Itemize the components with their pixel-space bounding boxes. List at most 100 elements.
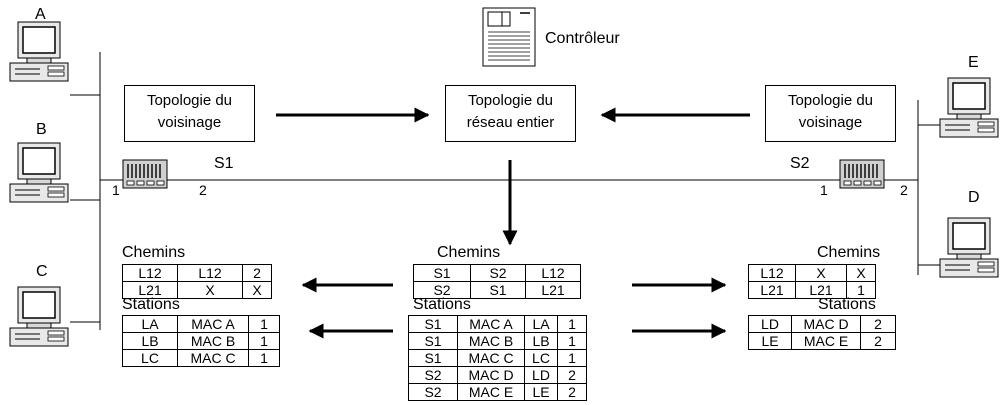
table-row: S2 S1 L21 [413,281,581,299]
table-cell: 1 [557,349,587,367]
table-row: S1 MAC A LA 1 [408,315,587,333]
table-row: L21 L21 1 [748,281,876,299]
center-topology-box: Topologie du réseau entier [445,85,576,142]
center-topology-line2: réseau entier [466,114,555,131]
table-cell: LD [524,366,558,384]
host-c-computer-icon [9,286,69,347]
table-cell: LD [748,315,792,333]
table-cell: S1 [408,315,458,333]
table-cell: 2 [557,383,587,401]
table-cell: MAC C [177,349,249,367]
table-cell: MAC B [177,332,249,350]
table-cell: S1 [470,281,526,299]
right-topology-box: Topologie du voisinage [765,85,896,142]
table-cell: 1 [248,349,280,367]
table-cell: S1 [408,349,458,367]
left-stations-table: LA MAC A 1 LB MAC B 1 LC MAC C 1 [122,315,280,367]
table-cell: L12 [122,264,178,282]
table-row: LD MAC D 2 [748,315,896,333]
host-b-computer-icon [9,142,69,203]
table-cell: 2 [242,264,272,282]
table-row: L12 L12 2 [122,264,272,282]
table-cell: S2 [408,366,458,384]
table-cell: MAC A [457,315,525,333]
table-row: S1 S2 L12 [413,264,581,282]
host-a-computer-icon [9,21,69,82]
table-cell: 1 [248,315,280,333]
table-cell: MAC E [791,332,861,350]
center-stations-table: S1 MAC A LA 1 S1 MAC B LB 1 S1 MAC C LC … [408,315,587,401]
table-cell: MAC D [791,315,861,333]
center-paths-table: S1 S2 L12 S2 S1 L21 [413,264,581,299]
table-cell: L12 [525,264,581,282]
table-cell: LC [524,349,558,367]
table-cell: 1 [846,281,876,299]
center-topology-line1: Topologie du [467,92,554,109]
left-topology-box: Topologie du voisinage [124,85,255,142]
right-stations-table: LD MAC D 2 LE MAC E 2 [748,315,896,350]
table-cell: X [795,264,847,282]
table-cell: LB [524,332,558,350]
controller-server-icon [482,7,536,67]
switch-s2-port2: 2 [900,182,908,198]
table-cell: S1 [408,332,458,350]
switch-s1-port2: 2 [199,182,207,198]
table-cell: MAC E [457,383,525,401]
table-cell: LB [122,332,178,350]
table-cell: LE [748,332,792,350]
table-cell: MAC C [457,349,525,367]
table-cell: L12 [177,264,243,282]
table-cell: S1 [413,264,471,282]
table-row: L21 X X [122,281,272,299]
left-topology-line1: Topologie du [146,92,233,109]
switch-s1-icon [122,159,168,189]
table-cell: MAC B [457,332,525,350]
table-cell: S2 [408,383,458,401]
switch-s2-name: S2 [790,155,810,172]
table-cell: L21 [748,281,796,299]
right-topology-line1: Topologie du [787,92,874,109]
table-cell: L21 [525,281,581,299]
switch-s1-port1: 1 [112,182,120,198]
host-e-label: E [968,54,979,71]
table-row: LA MAC A 1 [122,315,280,333]
left-stations-title: Stations [122,296,180,313]
right-paths-title: Chemins [817,244,881,261]
table-cell: LA [122,315,178,333]
table-cell: 2 [860,315,896,333]
table-cell: 1 [557,315,587,333]
host-d-label: D [968,189,980,206]
table-cell: X [242,281,272,299]
table-row: LB MAC B 1 [122,332,280,350]
table-cell: L21 [795,281,847,299]
table-row: S2 MAC D LD 2 [408,366,587,384]
table-cell: L12 [748,264,796,282]
table-cell: MAC A [177,315,249,333]
host-d-computer-icon [939,217,999,278]
table-cell: X [177,281,243,299]
table-cell: LA [524,315,558,333]
left-paths-title: Chemins [122,244,186,261]
table-row: L12 X X [748,264,876,282]
table-row: LE MAC E 2 [748,332,896,350]
right-stations-title: Stations [818,296,876,313]
switch-s2-port1: 1 [820,182,828,198]
table-row: S2 MAC E LE 2 [408,383,587,401]
table-cell: 1 [557,332,587,350]
table-row: S1 MAC B LB 1 [408,332,587,350]
table-cell: LC [122,349,178,367]
left-paths-table: L12 L12 2 L21 X X [122,264,272,299]
table-cell: LE [524,383,558,401]
table-cell: 2 [860,332,896,350]
host-c-label: C [36,263,48,280]
left-topology-line2: voisinage [157,114,222,131]
table-row: S1 MAC C LC 1 [408,349,587,367]
table-cell: 2 [557,366,587,384]
host-e-computer-icon [939,77,999,138]
switch-s1-name: S1 [214,155,234,172]
host-b-label: B [36,121,47,138]
table-cell: MAC D [457,366,525,384]
center-paths-title: Chemins [437,244,501,261]
table-cell: X [846,264,876,282]
